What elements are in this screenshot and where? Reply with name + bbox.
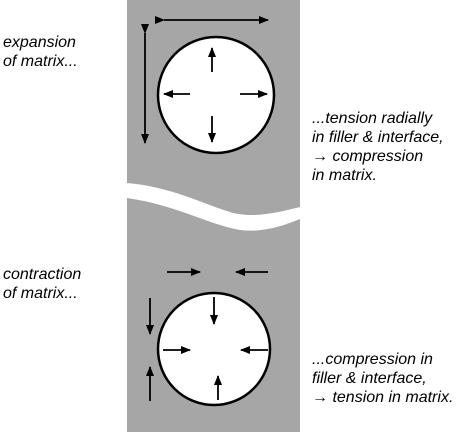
contraction-label: contraction of matrix... <box>3 265 81 303</box>
compression-description-line2: filler & interface, <box>312 370 427 387</box>
expansion-label: expansion of matrix... <box>3 33 78 71</box>
contraction-label-line2: of matrix... <box>3 285 78 302</box>
filler-particle-lower <box>156 291 272 407</box>
tension-description-line2: in filler & interface, <box>312 129 444 146</box>
tension-description: ...tension radially in filler & interfac… <box>312 109 444 185</box>
expansion-label-line1: expansion <box>3 34 76 51</box>
compression-description-line3: → tension in matrix. <box>312 389 454 406</box>
contraction-label-line1: contraction <box>3 266 82 283</box>
filler-particle-upper <box>156 35 276 155</box>
tension-description-line1: ...tension radially <box>312 110 433 127</box>
tension-description-line3: → compression <box>312 148 424 165</box>
compression-description-line1: ...compression in <box>312 351 433 368</box>
compression-description: ...compression in filler & interface, → … <box>312 350 453 407</box>
expansion-label-line2: of matrix... <box>3 53 78 70</box>
tension-description-line4: in matrix. <box>312 167 377 184</box>
